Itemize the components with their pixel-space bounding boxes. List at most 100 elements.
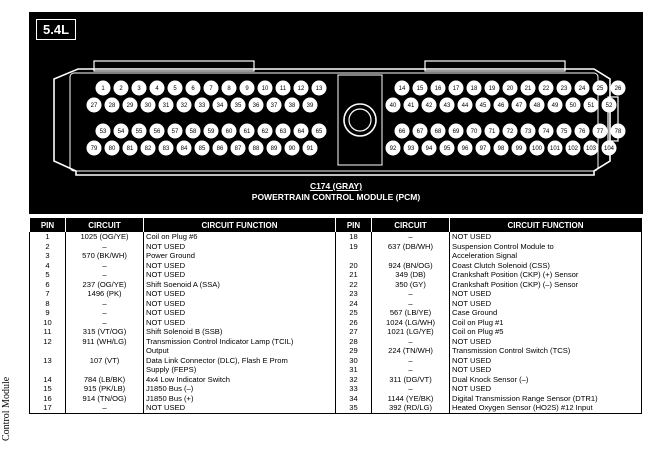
cell-circuit-left [65,365,144,375]
cell-function-left: J1850 Bus (+) [143,393,336,403]
cell-function-right: Heated Oxygen Sensor (HO2S) #12 Input [449,403,642,414]
pin-cavity [248,140,264,156]
pin-number-label: 99 [516,146,523,152]
cell-pin-left: 2 [29,241,66,251]
pin-number-label: 102 [568,146,579,152]
pin-number-label: 63 [280,129,287,135]
pin-cavity [149,123,165,139]
cell-pin-left: 4 [29,260,66,270]
pin-number-label: 40 [390,103,397,109]
pin-number-label: 89 [271,146,278,152]
cell-function-right: Dual Knock Sensor (–) [449,374,642,384]
pin-number-label: 46 [498,103,505,109]
pin-cavity [275,80,291,96]
center-bolt-outer [343,103,377,137]
pin-cavity [221,123,237,139]
pin-number-label: 20 [507,86,514,92]
pin-cavity [430,123,446,139]
pin-cavity [592,80,608,96]
pin-cavity [122,97,138,113]
pin-cavity [430,80,446,96]
pin-cavity [412,80,428,96]
pin-number-label: 49 [552,103,559,109]
pin-cavity [403,140,419,156]
pin-number-label: 56 [154,129,161,135]
cell-circuit-right: 350 (GY) [371,279,450,289]
pin-number-label: 76 [579,129,586,135]
pin-number-label: 4 [155,86,159,92]
pin-number-label: 75 [561,129,568,135]
pin-cavity [104,140,120,156]
cell-pin-left: 17 [29,403,66,414]
pin-number-label: 5 [173,86,177,92]
pin-number-label: 55 [136,129,143,135]
pin-cavity [248,97,264,113]
cell-function-left: NOT USED [143,298,336,308]
pin-cavity [275,123,291,139]
pin-number-label: 81 [127,146,134,152]
pin-number-label: 50 [570,103,577,109]
pin-cavity [194,97,210,113]
header-pin-left: PIN [29,218,66,232]
pin-cavity [448,80,464,96]
cell-circuit-left: – [65,260,144,270]
pin-cavity [529,97,545,113]
pin-number-label: 90 [289,146,296,152]
pin-table-header-row: PIN CIRCUIT CIRCUIT FUNCTION PIN CIRCUIT… [29,218,642,232]
cell-pin-right [335,251,372,261]
pin-number-label: 34 [217,103,224,109]
cell-pin-right: 25 [335,308,372,318]
pin-cavity [466,80,482,96]
connector-housing [53,60,619,176]
pin-cavity [412,123,428,139]
cell-function-left: Transmission Control Indicator Lamp (TCI… [143,336,336,346]
pin-cavity [158,97,174,113]
latch-tab-right [424,60,566,72]
pin-cavity [131,123,147,139]
pin-number-label: 100 [532,146,543,152]
pin-number-label: 85 [199,146,206,152]
pin-cavity [113,80,129,96]
pin-cavity [421,97,437,113]
pin-number-label: 95 [444,146,451,152]
pin-cavity [385,97,401,113]
cell-pin-right: 20 [335,260,372,270]
housing-inner-outline [69,72,599,172]
pin-cavity [511,97,527,113]
pin-cavity [212,97,228,113]
cell-function-right: NOT USED [449,355,642,365]
pin-number-label: 94 [426,146,433,152]
pin-number-label: 18 [471,86,478,92]
cell-pin-left: 1 [29,232,66,242]
pin-cavity [547,97,563,113]
cell-pin-left: 9 [29,308,66,318]
pin-cavity [167,80,183,96]
pin-number-label: 51 [588,103,595,109]
pin-number-label: 58 [190,129,197,135]
pin-number-label: 71 [489,129,496,135]
pin-cavity [592,123,608,139]
cell-circuit-left: – [65,298,144,308]
cell-circuit-right: – [371,365,450,375]
pin-number-label: 41 [408,103,415,109]
pin-number-label: 91 [307,146,314,152]
pin-cavity [293,123,309,139]
cell-function-left: NOT USED [143,270,336,280]
cell-circuit-left: 237 (OG/YE) [65,279,144,289]
pin-number-label: 64 [298,129,305,135]
cell-function-right: Crankshaft Position (CKP) (+) Sensor [449,270,642,280]
pin-cavity [457,140,473,156]
pin-cavity [140,97,156,113]
pin-cavity [394,80,410,96]
pin-cavity [203,123,219,139]
pin-number-label: 17 [453,86,460,92]
pin-cavity [583,140,599,156]
cell-function-right: Coil on Plug #1 [449,317,642,327]
